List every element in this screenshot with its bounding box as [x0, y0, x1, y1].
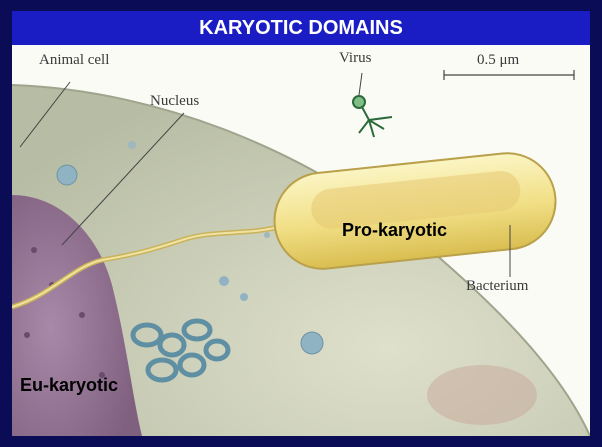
nuclear-pore	[79, 312, 85, 318]
vesicle	[240, 293, 248, 301]
vesicle	[264, 232, 270, 238]
virus-label: Virus	[339, 50, 371, 67]
scale-label: 0.5 μm	[477, 52, 519, 69]
cell-illustration: Animal cell Nucleus Virus 0.5 μm Bacteri…	[12, 45, 590, 436]
prokaryotic-label: Pro-karyotic	[342, 220, 447, 241]
eukaryotic-label: Eu-karyotic	[20, 375, 118, 396]
vesicle	[57, 165, 77, 185]
vesicle	[301, 332, 323, 354]
nucleus-label: Nucleus	[150, 93, 199, 110]
vesicle	[128, 141, 136, 149]
nuclear-pore	[24, 332, 30, 338]
bacterium-label: Bacterium	[466, 278, 528, 295]
vesicle	[219, 276, 229, 286]
nuclear-pore	[31, 247, 37, 253]
mitochondrion	[427, 365, 537, 425]
slide-title: KARYOTIC DOMAINS	[12, 11, 590, 45]
animal-cell-label: Animal cell	[39, 52, 109, 69]
